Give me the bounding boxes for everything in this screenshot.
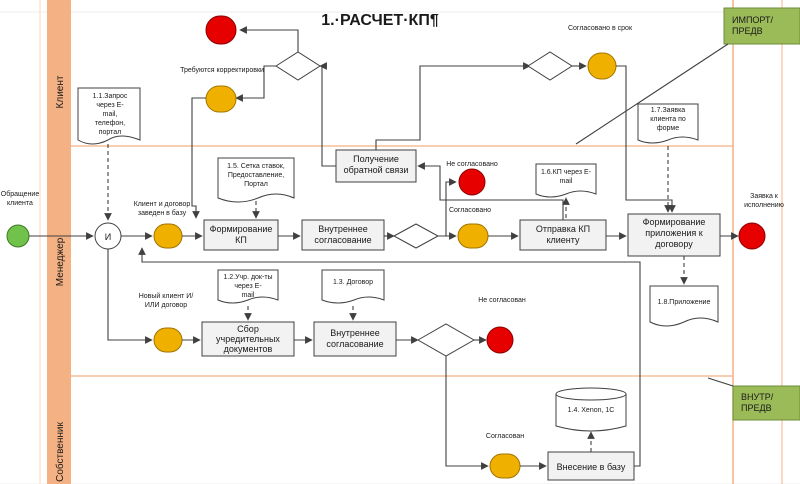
- and-gateway-label: И: [105, 232, 111, 242]
- needs-corrections-label: Требуются корректировки: [180, 66, 264, 74]
- page-title: 1.·РАСЧЕТ·КП¶: [321, 12, 439, 29]
- not-agreed-1-label: Не согласовано: [446, 161, 498, 168]
- corrections-decision-left-arrow: [235, 65, 276, 102]
- decision-internal-2: [416, 323, 476, 357]
- svg-text:ИМПОРТ/ ПРЕДВ: ИМПОРТ/ ПРЕДВ: [732, 15, 776, 36]
- end-request-in-execution: [738, 222, 766, 250]
- lane-strip: [47, 0, 71, 484]
- internal-tag: ВНУТР/ ПРЕДВ: [732, 385, 800, 421]
- internal-tag-connector: [707, 377, 734, 387]
- feedback-to-corrections-decision-arrow: [319, 62, 336, 167]
- event-agreed-1: [457, 223, 489, 249]
- lane-label-client: Клиент: [55, 75, 66, 108]
- doc-contract: 1.3. Договор: [321, 269, 385, 304]
- event-new-client: [153, 327, 183, 353]
- not-agreed-2-label: Не согласован: [478, 297, 526, 304]
- agreed-on-time-label: Согласовано в срок: [568, 25, 633, 32]
- agreed-on-time-to-appendix-arrow: [616, 65, 676, 213]
- end-not-agreed-1: [458, 168, 486, 196]
- start-event: [6, 224, 30, 248]
- process-db-entry: Внесение в базу: [547, 451, 635, 481]
- svg-text:1.5. Сетка ставок,Предоставлен: 1.5. Сетка ставок,Предоставление,Портал: [227, 163, 285, 188]
- svg-text:Внесение в базу: Внесение в базу: [557, 462, 626, 472]
- internal-tag-line-2: ПРЕДВ: [741, 403, 772, 413]
- import-tag: ИМПОРТ/ ПРЕДВ: [723, 7, 800, 45]
- doc-rates: 1.5. Сетка ставок,Предоставление,Портал: [217, 157, 295, 203]
- decision2-to-agreed-arrow: [445, 356, 489, 470]
- corrections-decision-up-arrow: [239, 26, 299, 52]
- import-tag-line-2: ПРЕДВ: [732, 26, 763, 36]
- corrections-to-formkp-arrow: [191, 97, 206, 219]
- feedback-to-agreed-decision-arrow: [375, 62, 531, 150]
- send-to-feedback-arrow: [417, 162, 564, 220]
- decision-internal-1: [392, 223, 440, 249]
- internal-tag-line-1: ВНУТР/: [741, 392, 774, 402]
- background-grid: [0, 11, 800, 484]
- agreed-2-label: Согласован: [486, 433, 524, 440]
- decision-agreed-on-time: [527, 51, 573, 81]
- doc-appendix: 1.8.Приложение: [649, 285, 719, 327]
- event-agreed-2: [489, 453, 521, 479]
- svg-text:1.4. Xenon, 1C: 1.4. Xenon, 1C: [568, 407, 615, 414]
- database-icon: 1.4. Xenon, 1C: [555, 387, 627, 432]
- import-tag-line-1: ИМПОРТ/: [732, 15, 774, 25]
- lane-label-manager: Менеджер: [55, 237, 66, 286]
- gateway-to-new-client-arrow: [107, 249, 153, 344]
- doc-kp-email: 1.6.КП через E-mail: [535, 163, 597, 198]
- agreed-1-label: Согласовано: [449, 207, 491, 214]
- event-agreed-on-time: [587, 52, 617, 80]
- end-corrections-top: [205, 15, 237, 45]
- import-tag-connector: [575, 43, 729, 145]
- lane-label-owner: Собственник: [54, 422, 66, 482]
- event-needs-corrections: [205, 85, 237, 113]
- svg-text:ВНУТР/ ПРЕДВ: ВНУТР/ ПРЕДВ: [741, 392, 776, 413]
- svg-text:1.3. Договор: 1.3. Договор: [333, 279, 373, 286]
- db-loop-to-manager-arrow: [138, 247, 641, 467]
- event-client-in-db: [153, 223, 183, 249]
- end-not-agreed-2: [486, 326, 514, 354]
- svg-text:1.6.КП через E-mail: 1.6.КП через E-mail: [541, 169, 592, 185]
- swimlanes: Клиент Менеджер Собственник: [39, 0, 783, 484]
- decision-corrections: [275, 51, 321, 81]
- new-client-label: Новый клиент И/ИЛИ договор: [139, 292, 194, 309]
- svg-text:1.8.Приложение: 1.8.Приложение: [658, 299, 711, 306]
